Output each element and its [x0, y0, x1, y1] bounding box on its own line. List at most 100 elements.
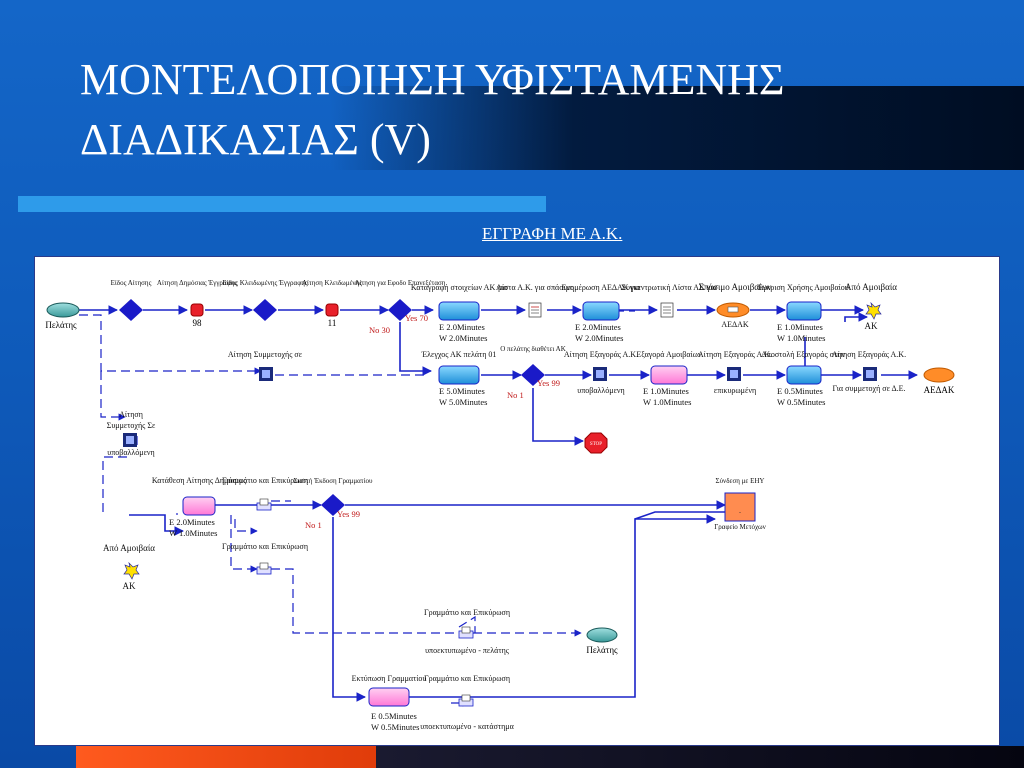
- decision-diamonds: [119, 299, 545, 516]
- end-node-pelatis: Πελάτης: [586, 627, 618, 655]
- label-enimerosi-w: W 2.0Minutes: [575, 333, 623, 343]
- label-eidos-aitisis: Είδος Αίτησης: [111, 279, 152, 287]
- label-exagora-w: W 1.0Minutes: [643, 397, 691, 407]
- process-syndesi-eey: .: [724, 492, 756, 522]
- label-aedak-end: ΑΕΔΑΚ: [924, 385, 955, 395]
- label-ypoparaktyp-1: υποεκτυπωμένο - πελάτης: [425, 646, 510, 655]
- label-syndesi-eey: Σύνδεση με ΕΗΥ: [716, 477, 765, 485]
- process-ektyposi: [368, 687, 410, 707]
- label-katathesi-w: W 1.0Minutes: [169, 528, 217, 538]
- document-icons: [123, 302, 877, 707]
- label-aitisi-exagoras-2: Αίτηση Εξαγοράς Α.Κ.: [698, 350, 772, 359]
- bottom-dark-bar: [376, 746, 1024, 768]
- document-icon-lista: [528, 302, 542, 318]
- label-ektyposi-w: W 0.5Minutes: [371, 722, 419, 732]
- process-egkrisi: [786, 301, 822, 321]
- branch-labels: Yes 70 No 30 Yes 99 No 1 Yes 99 No 1: [305, 313, 560, 530]
- label-no-1-low: No 1: [305, 520, 322, 530]
- label-apostoli-e: E 0.5Minutes: [777, 386, 823, 396]
- time-labels: E 2.0Minutes W 2.0Minutes E 2.0Minutes W…: [169, 322, 825, 732]
- end-node-aedak: ΑΕΔΑΚ: [923, 367, 955, 395]
- label-aitisi-symm-ypov-1: Αίτηση: [119, 410, 143, 419]
- process-diagram: Πελάτης ΑΕΔΑΚ Πελάτης 98 11: [34, 256, 1000, 746]
- title-accent-bar: [18, 196, 546, 212]
- label-katagrafi: Καταγραφή στοιχείων ΑΚ για: [411, 283, 508, 292]
- decision-sosti-ekdosi: [321, 494, 345, 516]
- label-ektyposi: Εκτύπωση Γραμματίου: [352, 674, 427, 683]
- label-aitisi-symmetoxis-se: Αίτηση Συμμετοχής σε: [228, 350, 303, 359]
- title-dark-band: [330, 86, 1024, 170]
- label-grammatio-4: Γραμμάτιο και Επικύρωση: [424, 674, 510, 683]
- decision-epanexetasi: [388, 299, 412, 321]
- label-eidos-kleidomenis: Είδος Κλειδωμένης Έγγραφης: [222, 279, 308, 287]
- label-counter-11: 11: [328, 318, 337, 328]
- process-exagora: [650, 365, 688, 385]
- label-epikyromeni: επικυρωμένη: [714, 386, 756, 395]
- label-katagrafi-w: W 2.0Minutes: [439, 333, 487, 343]
- label-apostoli: Αποστολή Εξαγοράς στην: [761, 350, 845, 359]
- label-counter-98: 98: [193, 318, 203, 328]
- bottom-accent-bar: [76, 746, 376, 768]
- label-no-30: No 30: [369, 325, 390, 335]
- process-apostoli: [786, 365, 822, 385]
- label-o-pelatis: Ο πελάτης διαθέτει ΑΚ: [500, 345, 566, 353]
- process-spasimo: [716, 302, 750, 318]
- process-katathesi: [182, 496, 216, 516]
- label-ektyposi-e: E 0.5Minutes: [371, 711, 417, 721]
- solid-flow-lines: [79, 305, 918, 702]
- label-apostoli-w: W 0.5Minutes: [777, 397, 825, 407]
- label-aitisi-kleidomenis: Αίτηση Κλειδωμένης: [302, 279, 362, 287]
- label-pelatis-end: Πελάτης: [586, 645, 618, 655]
- dashed-flow-lines: [79, 310, 635, 707]
- label-katagrafi-e: E 2.0Minutes: [439, 322, 485, 332]
- printer-icon-grammatio-4: [458, 694, 474, 707]
- label-apo-amoivaia-top: Από Αμοιβαία: [845, 282, 897, 292]
- label-aitisi-exagoras-1: Αίτηση Εξαγοράς Α.Κ.: [564, 350, 638, 359]
- small-labels: Είδος Αίτησης Αίτηση Δημόσιας Έγγραφης Ε…: [111, 279, 766, 531]
- label-pelatis-start: Πελάτης: [45, 320, 77, 330]
- label-elegxos-e: E 5.0Minutes: [439, 386, 485, 396]
- document-icon-aitisi-exagoras-1: [593, 367, 607, 381]
- label-katathesi: Κατάθεση Αίτησης Δημόσιας: [152, 476, 247, 485]
- label-grammatio-1: Γραμμάτιο και Επικύρωση: [222, 476, 308, 485]
- label-ak-low: ΑΚ: [123, 581, 136, 591]
- label-aitisi-dimosias: Αίτηση Δημόσιας Έγγραφης: [157, 279, 237, 287]
- process-enimerosi: [582, 301, 620, 321]
- process-labels: Καταγραφή στοιχείων ΑΚ για Λίστα Α.Κ. γι…: [103, 282, 906, 731]
- label-egkrisi-e: E 1.0Minutes: [777, 322, 823, 332]
- label-yes-99-low: Yes 99: [337, 509, 360, 519]
- counter-98-group: 98: [190, 303, 204, 328]
- decision-o-pelatis: [521, 364, 545, 386]
- sun-icon-low: [123, 561, 140, 580]
- decision-eidos-kleidomenis: [253, 299, 277, 321]
- label-spasimo: Σπάσιμο Αμοιβαίων: [699, 282, 772, 292]
- label-lista-ak: Λίστα Α.Κ. για σπάσιμο: [496, 283, 574, 292]
- label-aitisi-epanexetasi: Αίτηση για Εφοδο Επανεξέταση: [355, 279, 446, 287]
- process-diagram-svg: Πελάτης ΑΕΔΑΚ Πελάτης 98 11: [45, 279, 955, 732]
- label-katathesi-e: E 2.0Minutes: [169, 517, 215, 527]
- process-boxes: [182, 301, 822, 707]
- label-elegxos-w: W 5.0Minutes: [439, 397, 487, 407]
- label-stop: STOP: [590, 442, 602, 447]
- document-icon-aitisi-exagoras-3: [863, 367, 877, 381]
- label-aitisi-symm-ypov-2: Συμμετοχής Σε: [107, 421, 156, 430]
- label-exagora-e: E 1.0Minutes: [643, 386, 689, 396]
- label-aedak-top: ΑΕΔΑΚ: [721, 320, 749, 329]
- label-aitisi-exagoras-3: Αίτηση Εξαγοράς Α.Κ.: [832, 350, 906, 359]
- label-sosti-ekdosi: Σωστή Έκδοση Γραμματίου: [294, 477, 373, 485]
- label-gia-symmetoxi: Για συμμετοχή σε Δ.Ε.: [832, 384, 905, 393]
- label-aitisi-symm-ypov-3: υποβαλλόμενη: [107, 448, 154, 457]
- label-apo-amoivaia-low: Από Αμοιβαία: [103, 543, 155, 553]
- label-synkentrotiki: Συγκεντρωτική Λίστα ΑΚ για: [621, 283, 717, 292]
- sun-icon-top: [865, 301, 882, 320]
- printer-icon-grammatio-2: [256, 562, 272, 575]
- label-no-1-mid: No 1: [507, 390, 524, 400]
- diagram-subtitle: ΕΓΓΡΑΦΗ ΜΕ Α.Κ.: [482, 224, 623, 243]
- process-katagrafi: [438, 301, 480, 321]
- decision-eidos-aitisis: [119, 299, 143, 321]
- title-line-1: ΜΟΝΤΕΛΟΠΟΙΗΣΗ ΥΦΙΣΤΑΜΕΝΗΣ: [80, 55, 785, 104]
- label-enimerosi: Ενημέρωση ΑΕΔΑΚ για: [562, 283, 642, 292]
- slide-title: ΜΟΝΤΕΛΟΠΟΙΗΣΗ ΥΦΙΣΤΑΜΕΝΗΣ ΔΙΑΔΙΚΑΣΙΑΣ (V…: [80, 50, 980, 170]
- label-ypovallomeni-1: υποβαλλόμενη: [577, 386, 624, 395]
- label-grammatio-2: Γραμμάτιο και Επικύρωση: [222, 542, 308, 551]
